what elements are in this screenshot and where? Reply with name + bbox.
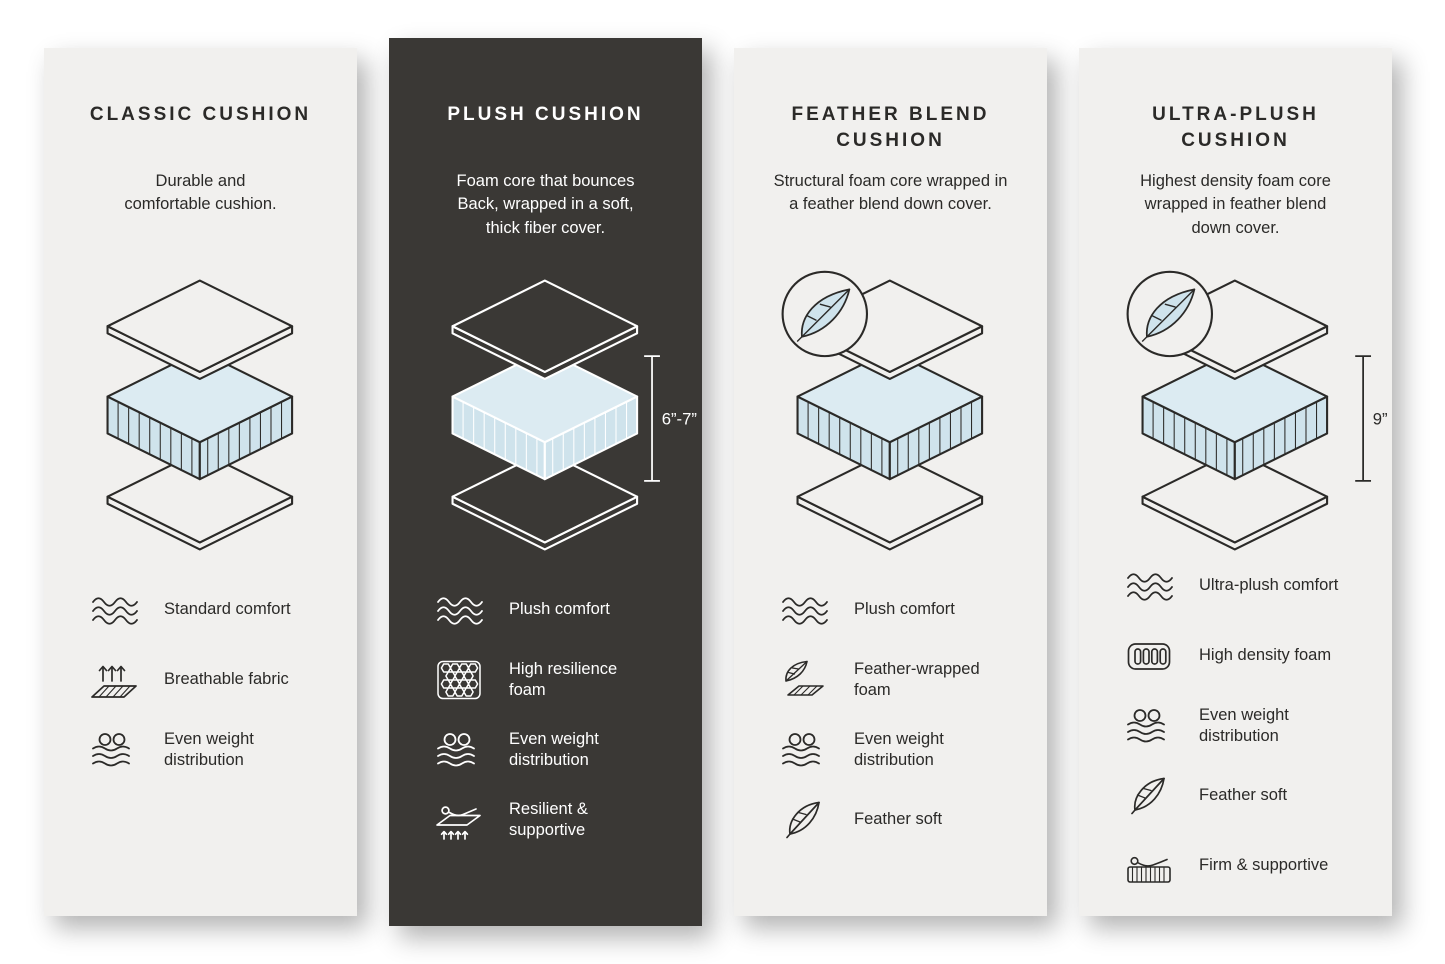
feature-label: Even weight distribution [1199,705,1289,745]
density-foam-icon [1123,634,1175,678]
card-feather-blend-cushion: FEATHER BLEND CUSHION Structural foam co… [734,48,1047,916]
measurement-bracket [644,355,660,482]
weight-distribution-icon [778,728,830,772]
feature-feather-soft: Feather soft [1123,774,1368,818]
feather-badge [781,270,869,358]
card-description: Durable and comfortable cushion. [124,172,277,214]
card-description: Structural foam core wrapped in a feathe… [773,172,1008,214]
feature-even-weight: Even weight distribution [88,728,333,772]
feature-resilient-supportive: Resilient & supportive [433,798,678,842]
feather-icon [1123,774,1175,818]
feature-even-weight: Even weight distribution [778,728,1023,772]
cushion-layers-illustration [106,279,294,551]
card-description: Foam core that bounces Back, wrapped in … [456,172,635,237]
feature-even-weight: Even weight distribution [1123,704,1368,748]
waves-icon [433,588,485,632]
measurement-label: 6”-7” [662,410,697,429]
waves-icon [778,588,830,632]
card-ultra-plush-cushion: ULTRA-PLUSH CUSHION Highest density foam… [1079,48,1392,916]
weight-distribution-icon [1123,704,1175,748]
feature-label: Feather soft [854,810,943,829]
feature-high-density-foam: High density foam [1123,634,1368,678]
feature-list: Standard comfort Breathable fabric Even … [68,588,333,772]
card-title: CLASSIC CUSHION [89,104,312,125]
feature-label: Standard comfort [164,600,291,619]
cushion-diagram [68,268,333,564]
breathable-fabric-icon [88,658,140,702]
waves-icon [1123,564,1175,608]
measurement-label: 9” [1373,410,1388,429]
feature-label: Breathable fabric [164,670,289,689]
cushion-layers-illustration: 6”-7” [451,279,697,551]
cushion-diagram: 6”-7” [413,268,697,564]
feature-label: Firm & supportive [1199,856,1329,875]
feature-label: Plush comfort [854,600,955,619]
feature-firm-supportive: Firm & supportive [1123,844,1368,888]
card-classic-cushion: CLASSIC CUSHION Durable and comfortable … [44,48,357,916]
card-title: PLUSH CUSHION [447,104,644,125]
feature-list: Plush comfort Feather-wrapped foam Even … [758,588,1023,842]
firm-supportive-icon [1123,844,1175,888]
feature-list: Plush comfort High resilience foam Even … [413,588,678,842]
feature-feather-soft: Feather soft [778,798,1023,842]
feature-high-resilience-foam: High resilience foam [433,658,678,702]
card-plush-cushion: PLUSH CUSHION Foam core that bounces Bac… [389,38,702,926]
feature-list: Ultra-plush comfort High density foam Ev… [1103,564,1368,888]
measurement-bracket [1355,355,1372,482]
card-description: Highest density foam core wrapped in fea… [1140,172,1331,237]
feature-label: Resilient & supportive [509,799,588,839]
resilient-supportive-icon [433,798,485,842]
cushion-diagram [758,268,1023,564]
waves-icon [88,588,140,632]
feature-label: Even weight distribution [509,729,599,769]
feature-breathable-fabric: Breathable fabric [88,658,333,702]
feather-wrapped-foam-icon [778,658,830,702]
feature-standard-comfort: Standard comfort [88,588,333,632]
feature-label: Feather soft [1199,786,1288,805]
feature-plush-comfort: Plush comfort [433,588,678,632]
card-title: FEATHER BLEND CUSHION [791,104,990,151]
cushion-diagram: 9” [1103,268,1388,551]
feature-label: Plush comfort [509,600,610,619]
feature-label: Ultra-plush comfort [1199,576,1339,595]
feature-feather-wrapped-foam: Feather-wrapped foam [778,658,1023,702]
feature-plush-comfort: Plush comfort [778,588,1023,632]
cushion-layers-illustration: 9” [1126,270,1388,551]
weight-distribution-icon [433,728,485,772]
feature-label: Feather-wrapped foam [854,659,980,699]
feather-icon [778,798,830,842]
feather-badge [1126,270,1214,358]
card-title: ULTRA-PLUSH CUSHION [1152,104,1319,151]
feature-even-weight: Even weight distribution [433,728,678,772]
feature-label: Even weight distribution [854,729,944,769]
feature-label: Even weight distribution [164,729,254,769]
feature-label: High density foam [1199,646,1332,665]
cushion-layers-illustration [781,270,984,551]
feature-label: High resilience foam [509,659,618,699]
feature-ultra-plush-comfort: Ultra-plush comfort [1123,564,1368,608]
weight-distribution-icon [88,728,140,772]
resilience-foam-icon [433,658,485,702]
